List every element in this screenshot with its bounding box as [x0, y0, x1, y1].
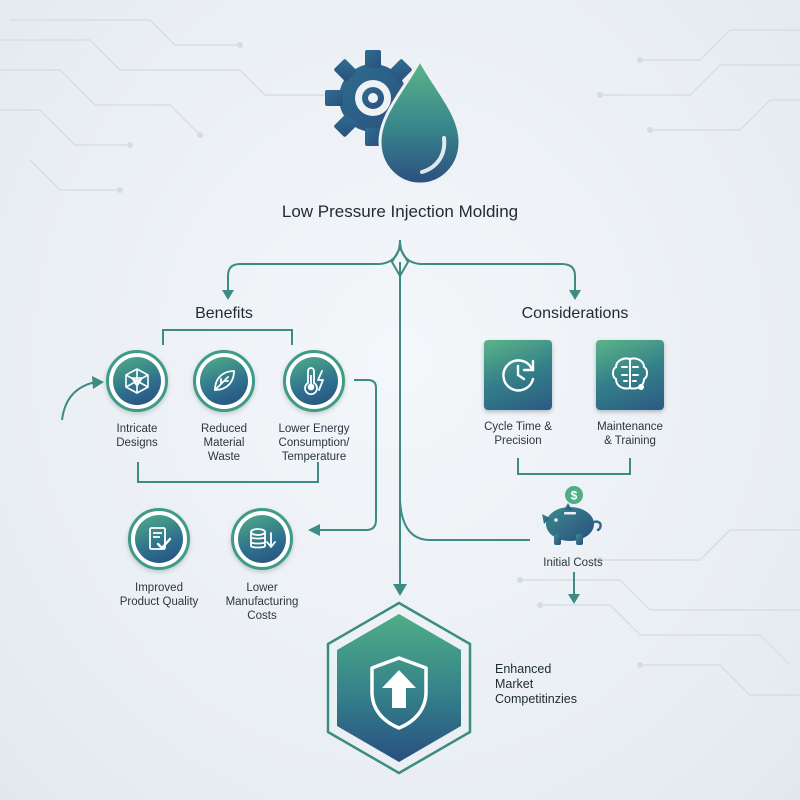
benefits-top-bracket — [162, 329, 293, 345]
benefit-reduced-waste — [193, 350, 255, 412]
consideration-label-cycle-time: Cycle Time & Precision — [484, 421, 552, 447]
consideration-maintenance — [596, 340, 664, 410]
arrowhead-lower-costs — [308, 524, 320, 536]
arrowhead-considerations — [569, 290, 581, 300]
consideration-label-initial-costs: Initial Costs — [543, 557, 603, 569]
gear-droplet-icon — [318, 38, 468, 188]
junction-diamond — [390, 245, 410, 279]
svg-text:$: $ — [571, 489, 578, 503]
arrowhead-outcome — [393, 584, 407, 596]
cycle-clock-icon — [484, 340, 552, 410]
benefit-label-improved-quality: Improved Product Quality — [119, 582, 199, 608]
benefits-bottom-bracket — [137, 462, 319, 483]
outcome-label: Enhanced Market Competitinzies — [495, 662, 577, 706]
benefit-label-intricate-designs: Intricate Designs — [116, 423, 158, 449]
shield-up-arrow-icon — [324, 600, 474, 776]
thermometer-lightning-icon — [283, 350, 345, 412]
consideration-label-maintenance: Maintenance & Training — [597, 421, 663, 447]
arrowhead-curved-left — [92, 376, 104, 389]
connector-to-benefits — [227, 239, 401, 292]
connector-to-considerations — [399, 239, 576, 292]
benefit-label-lower-costs: Lower Manufacturing Costs — [225, 582, 299, 622]
coin-stack-down-arrow-icon — [231, 508, 293, 570]
benefit-lower-energy — [283, 350, 345, 412]
considerations-heading: Considerations — [521, 305, 629, 322]
crystal-shape-icon — [106, 350, 168, 412]
leaf-icon — [193, 350, 255, 412]
curved-arrow-left — [61, 381, 97, 421]
benefit-intricate-designs — [106, 350, 168, 412]
benefit-label-lower-energy: Lower Energy Consumption/ Temperature — [278, 423, 350, 463]
connector-to-initial-costs — [399, 499, 530, 541]
diagram-title: Low Pressure Injection Molding — [281, 202, 519, 221]
arrowhead-initial-costs — [568, 594, 580, 604]
considerations-bracket — [517, 458, 631, 475]
checklist-icon — [128, 508, 190, 570]
piggy-bank-icon: $ — [536, 484, 608, 555]
benefit-lower-costs — [231, 508, 293, 570]
consideration-cycle-time — [484, 340, 552, 410]
benefit-label-reduced-waste: Reduced Material Waste — [200, 423, 248, 463]
arrowhead-benefits — [222, 290, 234, 300]
brain-circuit-icon — [596, 340, 664, 410]
benefits-heading: Benefits — [195, 305, 253, 322]
benefit-improved-quality — [128, 508, 190, 570]
connector-to-lower-costs — [318, 379, 377, 531]
